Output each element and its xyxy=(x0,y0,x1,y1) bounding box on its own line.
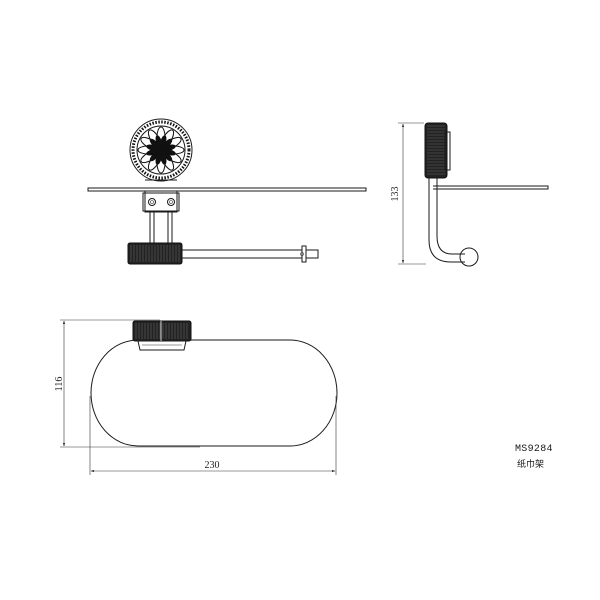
flower-ornament-icon xyxy=(137,126,185,174)
front-shelf-plate xyxy=(87,187,367,192)
side-l-bar xyxy=(428,178,465,263)
side-roll-end-cap xyxy=(459,247,479,267)
dim-line-side-height xyxy=(398,122,426,265)
front-view xyxy=(87,118,367,265)
product-name: 纸巾架 xyxy=(517,460,545,470)
plan-shelf-outline xyxy=(90,339,338,447)
dim-plan-width-label: 230 xyxy=(205,460,220,471)
rosette-wall-mount xyxy=(129,118,193,182)
dim-line-plan-depth xyxy=(60,319,200,448)
front-roll-bar xyxy=(182,249,302,259)
screw-right-icon xyxy=(167,198,175,206)
dim-plan-depth-label: 116 xyxy=(54,377,65,392)
model-code: MS9284 xyxy=(515,444,553,455)
dim-side-height-label: 133 xyxy=(390,187,401,202)
side-wall-mount xyxy=(424,122,451,179)
front-bracket-neck xyxy=(144,179,178,213)
side-view: 133 xyxy=(390,122,549,267)
screw-left-icon xyxy=(148,198,156,206)
side-shelf-plate xyxy=(433,185,549,190)
plan-wall-mount xyxy=(132,320,192,351)
plan-view: 116 230 xyxy=(54,319,338,475)
front-roller-knob xyxy=(127,242,183,265)
